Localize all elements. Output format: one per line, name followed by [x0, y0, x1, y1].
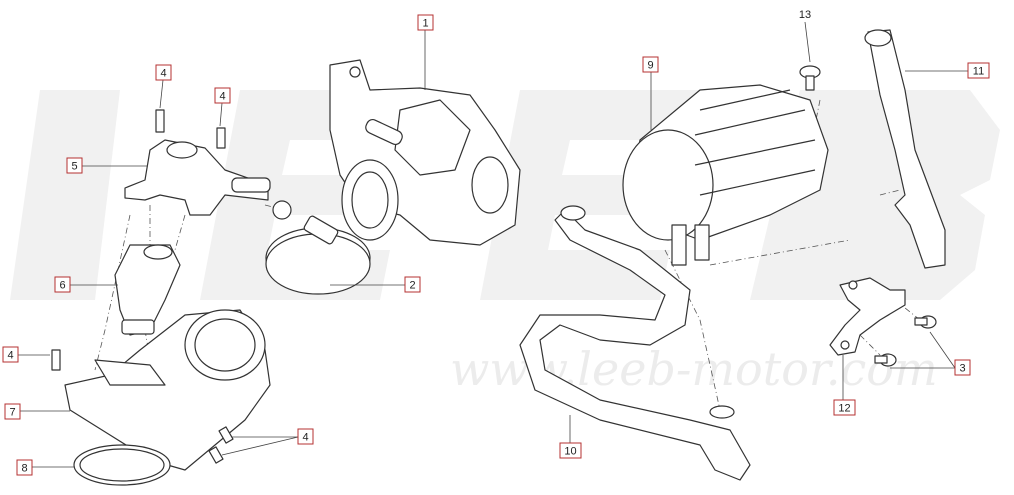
callout-7: 7 [4, 403, 21, 420]
callout-4-left: 4 [2, 346, 19, 363]
callout-5: 5 [66, 157, 83, 174]
svg-text:5: 5 [71, 161, 77, 173]
svg-text:13: 13 [799, 9, 811, 21]
hose-11 [864, 29, 946, 269]
svg-text:4: 4 [219, 91, 225, 103]
screws-4 [51, 109, 234, 464]
air-filter [622, 84, 829, 266]
callout-9: 9 [642, 56, 659, 73]
svg-text:8: 8 [21, 463, 27, 475]
svg-text:2: 2 [409, 280, 415, 292]
svg-text:7: 7 [9, 407, 15, 419]
svg-text:4: 4 [7, 350, 13, 362]
screw-13 [799, 65, 821, 91]
hose-clamp [265, 200, 371, 295]
callout-4-top-right: 4 [214, 87, 231, 104]
intake-manifold [64, 309, 271, 471]
callout-12: 12 [833, 399, 856, 416]
callout-8: 8 [16, 459, 33, 476]
callout-6: 6 [54, 276, 71, 293]
callout-4-bottom: 4 [297, 428, 314, 445]
callout-1: 1 [417, 14, 434, 31]
svg-text:9: 9 [647, 60, 653, 72]
callout-13: 13 [799, 9, 811, 21]
svg-text:4: 4 [160, 68, 166, 80]
svg-text:10: 10 [564, 446, 576, 458]
breather-hose [519, 205, 751, 481]
fuel-rail [124, 139, 271, 216]
svg-text:6: 6 [59, 280, 65, 292]
svg-text:11: 11 [973, 66, 984, 78]
leader-lines [18, 21, 968, 468]
bracket [829, 277, 906, 356]
callout-11: 11 [967, 62, 990, 79]
svg-text:12: 12 [838, 403, 850, 415]
callout-2: 2 [404, 276, 421, 293]
gasket [73, 444, 171, 486]
svg-text:1: 1 [422, 18, 428, 30]
svg-text:3: 3 [959, 363, 965, 375]
callout-10: 10 [559, 442, 582, 459]
svg-text:4: 4 [302, 432, 308, 444]
screws-3 [874, 315, 937, 367]
callout-3: 3 [954, 359, 971, 376]
callout-4-top-left: 4 [155, 64, 172, 81]
fuel-injector [114, 244, 181, 336]
throttle-body [329, 59, 521, 246]
